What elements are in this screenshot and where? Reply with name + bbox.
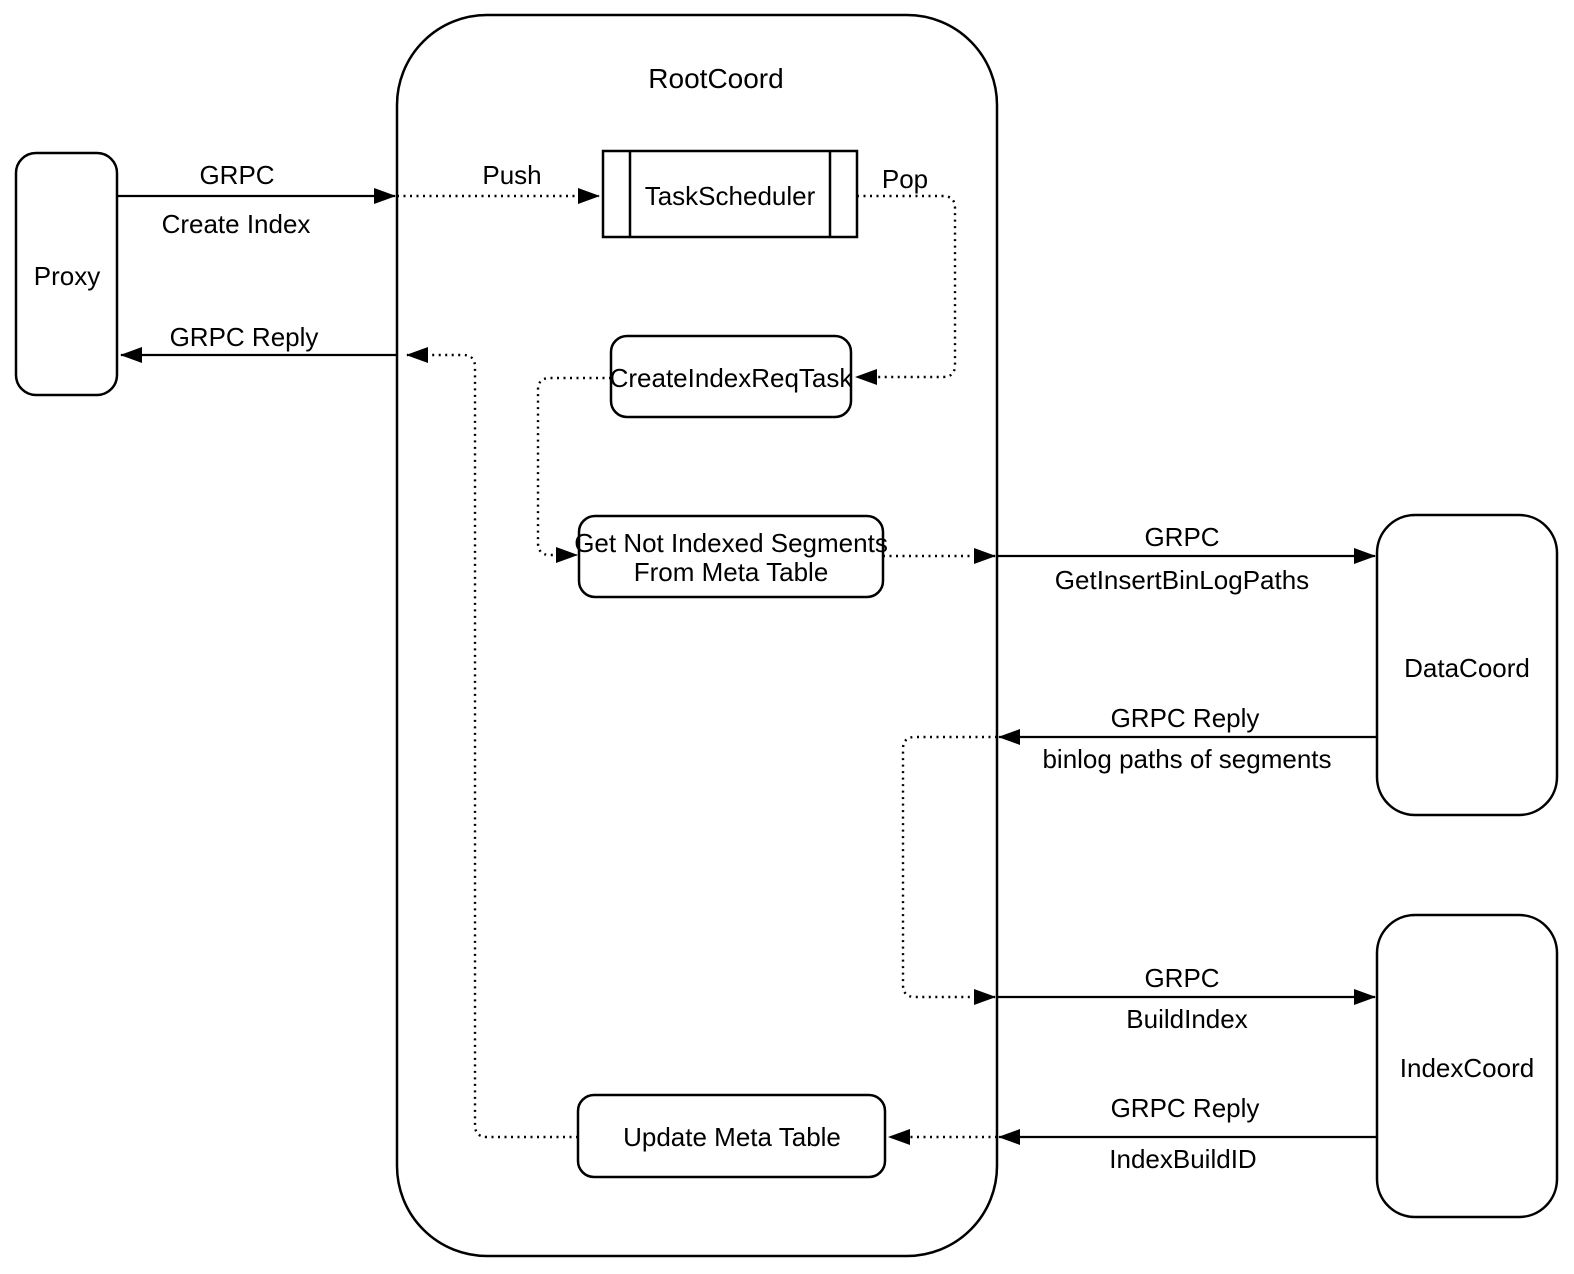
create-index-req-task-label: CreateIndexReqTask — [610, 363, 854, 393]
node-proxy: Proxy — [14, 151, 119, 397]
edge-build-index-protocol: GRPC — [1144, 963, 1219, 993]
index-coord-label: IndexCoord — [1400, 1053, 1534, 1083]
edge-create-index-method: Create Index — [162, 209, 311, 239]
edge-push: Push — [397, 160, 600, 204]
edge-task-to-get-segments-line — [536, 376, 611, 563]
edge-binlog-paths-reply-method: binlog paths of segments — [1042, 744, 1331, 774]
get-not-indexed-segments-label-line2: From Meta Table — [634, 557, 829, 587]
proxy-label: Proxy — [34, 261, 100, 291]
proxy-border — [14, 151, 119, 397]
edge-grpc-reply-to-proxy-label: GRPC Reply — [170, 322, 319, 352]
index-coord-border — [1375, 913, 1559, 1219]
edge-create-index: GRPC Create Index — [117, 160, 396, 239]
edge-update-meta-feedback — [406, 347, 578, 1139]
node-create-index-req-task: CreateIndexReqTask — [609, 334, 854, 419]
data-coord-border — [1375, 513, 1559, 817]
edge-binlog-paths-reply-protocol: GRPC Reply — [1111, 703, 1260, 733]
edge-index-build-id-reply: GRPC Reply IndexBuildID — [888, 1093, 1377, 1174]
edge-pop-line — [855, 194, 957, 385]
edge-index-build-id-reply-method: IndexBuildID — [1109, 1144, 1256, 1174]
edge-grpc-reply-to-proxy: GRPC Reply — [120, 322, 397, 363]
edge-pop-label: Pop — [882, 164, 928, 194]
task-scheduler-label: TaskScheduler — [645, 181, 816, 211]
node-index-coord: IndexCoord — [1375, 913, 1559, 1219]
data-coord-label: DataCoord — [1404, 653, 1530, 683]
node-update-meta-table: Update Meta Table — [576, 1093, 887, 1179]
update-meta-table-label: Update Meta Table — [623, 1122, 841, 1152]
edge-get-insert-binlog-paths: GRPC GetInsertBinLogPaths — [883, 522, 1376, 595]
edge-index-build-id-reply-protocol: GRPC Reply — [1111, 1093, 1260, 1123]
edge-binlog-to-buildindex-line — [901, 735, 997, 1005]
edge-get-insert-binlog-paths-method: GetInsertBinLogPaths — [1055, 565, 1309, 595]
node-get-not-indexed-segments: Get Not Indexed Segments From Meta Table — [574, 514, 888, 599]
node-task-scheduler: TaskScheduler — [601, 149, 859, 239]
edge-binlog-paths-reply: GRPC Reply binlog paths of segments — [998, 703, 1377, 774]
edge-build-index: GRPC BuildIndex — [997, 963, 1376, 1034]
get-not-indexed-segments-label-line1: Get Not Indexed Segments — [574, 528, 888, 558]
edge-task-to-get-segments — [536, 376, 611, 563]
edge-create-index-protocol: GRPC — [199, 160, 274, 190]
edge-binlog-to-buildindex — [901, 735, 997, 1005]
task-scheduler-border — [601, 149, 859, 239]
edge-build-index-method: BuildIndex — [1126, 1004, 1247, 1034]
edge-pop: Pop — [855, 164, 957, 385]
edge-get-insert-binlog-paths-protocol: GRPC — [1144, 522, 1219, 552]
node-rootcoord: RootCoord — [395, 13, 999, 1258]
edge-update-meta-feedback-line — [406, 347, 578, 1139]
node-data-coord: DataCoord — [1375, 513, 1559, 817]
rootcoord-label: RootCoord — [648, 63, 783, 94]
rootcoord-border — [395, 13, 999, 1258]
create-index-req-task-border — [609, 334, 853, 419]
edge-push-label: Push — [482, 160, 541, 190]
